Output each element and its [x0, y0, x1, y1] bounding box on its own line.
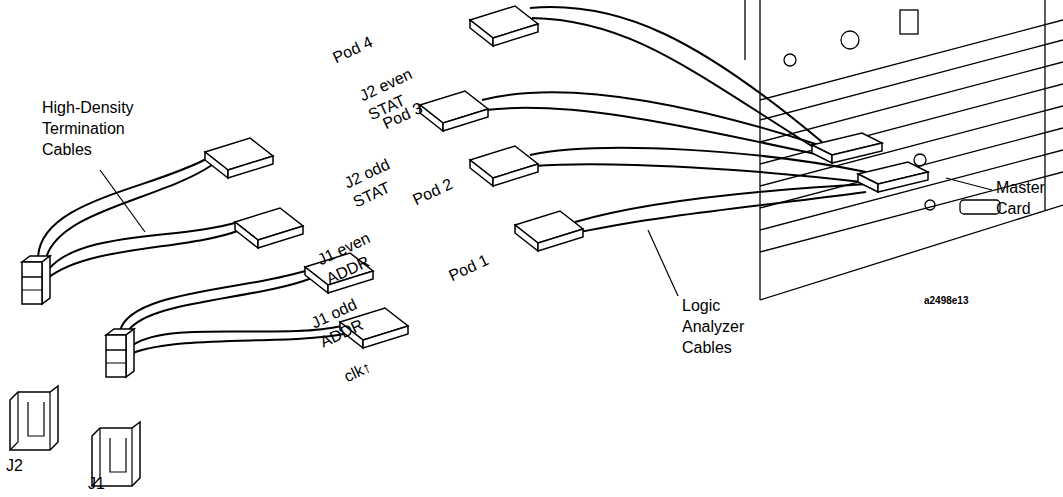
cable-wire — [580, 192, 866, 232]
thumbscrew — [925, 200, 935, 210]
leader-line — [648, 230, 678, 296]
thumbscrew — [784, 54, 796, 66]
figure-label: clk↑ — [339, 356, 376, 388]
termination-plug — [106, 329, 134, 377]
logic-analyzer-cables — [482, 7, 868, 232]
cable-wire — [532, 18, 818, 150]
cable-wire — [482, 92, 822, 146]
cable-wire — [48, 230, 240, 278]
pod-connector — [420, 91, 488, 131]
target-header — [10, 386, 58, 450]
pod-connector — [470, 146, 538, 186]
cable-wire — [530, 7, 822, 142]
power-switch — [841, 31, 859, 49]
figure-label: J2 odd STAT — [339, 148, 416, 214]
chassis-edge — [760, 205, 1063, 300]
pod-connector — [470, 6, 538, 46]
termination-plug — [22, 256, 50, 304]
figure-label: J2 — [4, 456, 25, 477]
cable-wire — [575, 184, 868, 222]
cable-wire — [133, 334, 344, 353]
power-switch — [900, 10, 918, 34]
card-slot — [760, 62, 1063, 142]
figure-label: a2498e13 — [922, 294, 971, 307]
card-connector — [858, 162, 928, 192]
pod-connector — [515, 211, 583, 251]
cable-wire — [133, 326, 342, 345]
db-connector — [960, 200, 1000, 214]
figure-label: Pod 1 — [444, 249, 494, 287]
leader-line — [946, 178, 992, 190]
thumbscrew — [914, 154, 926, 166]
figure-label: Logic Analyzer Cables — [680, 296, 768, 358]
figure-label: High-Density Termination Cables — [40, 98, 152, 160]
card-connector — [812, 133, 882, 163]
leader-lines — [100, 170, 992, 296]
leader-line — [100, 170, 145, 232]
chassis-edge — [1044, 0, 1045, 210]
cable-wire — [534, 164, 862, 182]
chassis-edge — [744, 0, 745, 60]
figure-label: Master Card — [994, 178, 1060, 220]
termination-connector — [235, 208, 303, 248]
cable-wire — [46, 165, 212, 258]
termination-connector — [205, 138, 273, 178]
card-slot — [760, 20, 1063, 100]
cable-wire — [128, 278, 312, 331]
figure-label: Pod 4 — [328, 31, 378, 69]
figure-label: Pod 2 — [408, 173, 458, 211]
chassis-edge — [759, 0, 760, 300]
figure-label: J1 — [86, 474, 107, 495]
termination-cables — [38, 158, 344, 353]
card-slot — [760, 40, 1063, 120]
